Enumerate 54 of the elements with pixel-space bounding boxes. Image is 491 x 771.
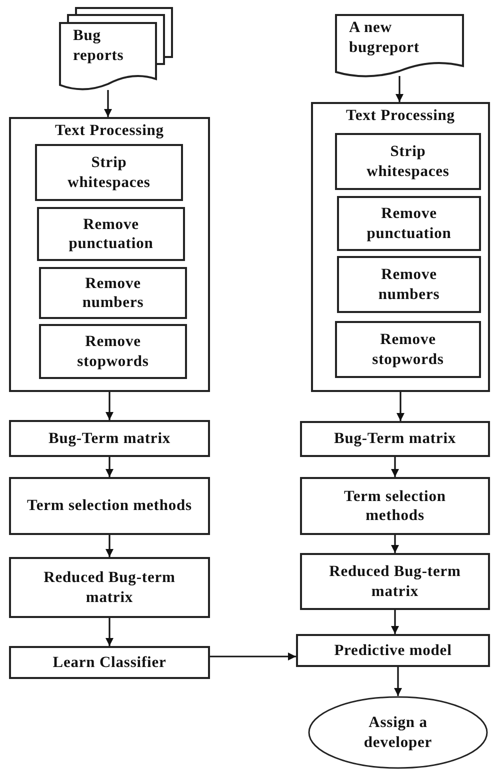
box-label: Remove punctuation [68, 214, 154, 254]
process-box [39, 267, 187, 319]
arrow [106, 457, 114, 477]
box-label: Strip whitespaces [66, 153, 152, 192]
box-label: Learn Classifier [52, 652, 166, 672]
group-box [9, 117, 210, 392]
terminal-label: Assign a developer [362, 713, 434, 752]
box-label: Term selection methods [27, 496, 192, 516]
multi-document-shape [59, 7, 173, 93]
process-box [296, 634, 490, 667]
arrow [106, 535, 114, 557]
terminal-ellipse [308, 696, 488, 769]
arrow [391, 535, 399, 553]
box-label: Reduced Bug-term matrix [328, 562, 462, 601]
arrow [210, 652, 296, 660]
process-box [300, 477, 490, 535]
group-heading: Text Processing [345, 107, 456, 125]
arrow [396, 392, 404, 421]
arrow [394, 667, 402, 696]
process-box [35, 144, 183, 201]
process-box [39, 324, 187, 379]
process-box [335, 133, 481, 190]
process-box [9, 646, 210, 679]
arrow [391, 457, 399, 477]
box-label: Remove numbers [81, 274, 145, 312]
arrow [391, 610, 399, 634]
box-label: Reduced Bug-term matrix [42, 568, 176, 607]
process-box [335, 321, 481, 378]
box-label: Remove punctuation [366, 204, 452, 243]
process-box [300, 421, 490, 457]
box-label: Remove stopwords [76, 332, 150, 371]
arrow [396, 76, 404, 102]
arrow [106, 618, 114, 646]
box-label: Strip whitespaces [366, 142, 450, 181]
group-heading: Text Processing [54, 122, 165, 140]
group-box [311, 102, 490, 392]
process-box [300, 553, 490, 610]
arrow [104, 90, 112, 117]
process-box [9, 477, 210, 535]
document-shape [335, 14, 464, 80]
process-box [337, 196, 481, 251]
process-box [37, 207, 185, 261]
process-box [9, 557, 210, 618]
box-label: Predictive model [334, 640, 452, 660]
document-label: Bug reports [73, 26, 125, 66]
arrow [106, 392, 114, 420]
box-label: Remove numbers [377, 265, 441, 304]
box-label: Bug-Term matrix [334, 429, 456, 449]
box-label: Bug-Term matrix [48, 428, 171, 448]
box-label: Term selection methods [343, 486, 447, 526]
process-box [9, 420, 210, 457]
box-label: Remove stopwords [371, 330, 445, 369]
process-box [337, 256, 481, 313]
document-label: A new bugreport [349, 18, 420, 58]
